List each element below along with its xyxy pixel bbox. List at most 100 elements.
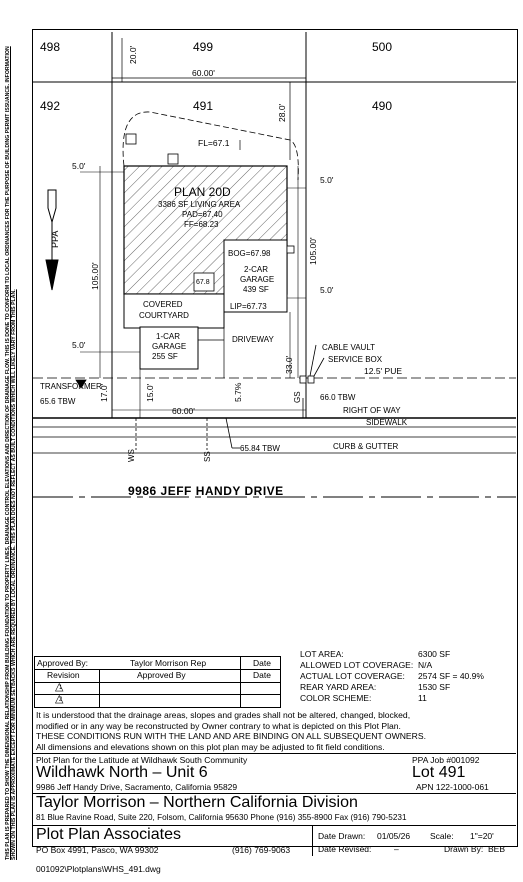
dim-right-depth: 105.00': [308, 237, 318, 265]
date-col: Date: [253, 670, 271, 680]
north-label: PPA: [50, 231, 60, 248]
lot-490: 490: [372, 99, 392, 113]
driveway-label: DRIVEWAY: [232, 335, 274, 344]
bog-label: BOG=67.98: [228, 249, 271, 258]
firm-name: Plot Plan Associates: [36, 826, 181, 843]
lot-lines: [33, 32, 516, 498]
dim-rear-width: 60.00': [192, 68, 215, 78]
approved-rep: Taylor Morrison Rep: [130, 658, 207, 668]
lot-info-row: LOT AREA: 6300 SF: [300, 649, 451, 659]
ws-label: WS: [127, 449, 136, 462]
builder-name: Taylor Morrison – Northern California Di…: [36, 794, 358, 811]
lot-number: Lot 491: [412, 764, 466, 781]
cable-vault-label: CABLE VAULT: [322, 343, 375, 352]
revision-label: Revision: [47, 670, 80, 680]
approval-divider-2: [240, 657, 241, 707]
scale-label: Scale:: [430, 831, 454, 841]
site-address: 9986 Jeff Handy Drive, Sacramento, Calif…: [36, 782, 238, 792]
lot-492: 492: [40, 99, 60, 113]
date-revised-label: Date Revised:: [318, 844, 372, 854]
courtyard-line2: COURTYARD: [139, 311, 189, 320]
garage2-line3: 439 SF: [243, 285, 269, 294]
dim-front-33: 33.0': [284, 355, 294, 374]
garage2-line1: 2-CAR: [244, 265, 268, 274]
prepared-for: Plot Plan for the Latitude at Wildhawk S…: [36, 755, 248, 765]
project-name: Wildhawk North – Unit 6: [36, 764, 208, 781]
transformer-label: TRANSFORMER: [40, 382, 102, 391]
approval-divider-1: [99, 669, 100, 707]
service-box-label: SERVICE BOX: [328, 355, 383, 364]
garage1-line1: 1-CAR: [156, 332, 180, 341]
scale-value: 1"=20': [470, 831, 494, 841]
gs-label: GS: [293, 391, 302, 403]
drawing-frame: [32, 29, 518, 847]
dim-right-side: 5.0': [320, 175, 334, 185]
approved-by-col: Approved By: [137, 670, 186, 680]
row-label: RIGHT OF WAY: [343, 406, 401, 415]
approval-header: Revision Approved By Date: [35, 669, 280, 683]
dim-left-side-2: 5.0': [72, 340, 86, 350]
north-arrow-icon: [45, 189, 59, 291]
note-line: It is understood that the drainage areas…: [36, 710, 411, 720]
lot-info-row: REAR YARD AREA: 1530 SF: [300, 682, 451, 692]
revision-row: △ 2: [35, 694, 280, 706]
lot-info-row: COLOR SCHEME: 11: [300, 693, 427, 703]
rev1-triangle-icon: △: [55, 681, 64, 693]
garage1-line2: GARAGE: [152, 342, 186, 351]
rev1-number: 1: [59, 685, 63, 691]
job-number: PPA Job #001092: [412, 755, 480, 765]
fl-label: FL=67.1: [198, 138, 230, 148]
dim-right-side-2: 5.0': [320, 285, 334, 295]
title-divider-3: [312, 825, 313, 856]
building: [122, 111, 299, 378]
pue-label: 12.5' PUE: [364, 366, 402, 376]
note-line: modified or in any way be reconstructed …: [36, 720, 401, 731]
dim-front-17: 17.0': [99, 383, 109, 402]
curb-label: CURB & GUTTER: [333, 442, 399, 451]
house-pad: PAD=67.40: [182, 210, 223, 219]
sidewalk-label: SIDEWALK: [366, 418, 408, 427]
drawn-by: BEB: [488, 844, 506, 854]
lip-label: LIP=67.73: [230, 302, 267, 311]
drawn-by-label: Drawn By:: [444, 844, 484, 854]
rev2-number: 2: [59, 697, 63, 703]
lot-491: 491: [193, 99, 213, 113]
lot-info-row: ALLOWED LOT COVERAGE: N/A: [300, 660, 433, 670]
tbw-left: 65.6 TBW: [40, 397, 76, 406]
builder-address: 81 Blue Ravine Road, Suite 220, Folsom, …: [36, 813, 407, 822]
dim-rear-setback: 20.0': [128, 45, 138, 64]
date-drawn: 01/05/26: [377, 831, 411, 841]
approval-table: Approved By: Taylor Morrison Rep Date Re…: [34, 656, 281, 708]
house-area: 3386 SF LIVING AREA: [158, 200, 241, 209]
garage1-line3: 255 SF: [152, 352, 178, 361]
lot-499: 499: [193, 40, 213, 54]
garage2-line2: GARAGE: [240, 275, 274, 284]
title-block: Plot Plan for the Latitude at Wildhawk S…: [32, 753, 516, 856]
approved-date: Date: [253, 658, 271, 668]
apn: APN 122-1000-061: [416, 782, 489, 792]
dim-left-side: 5.0': [72, 161, 86, 171]
note-line: THESE CONDITIONS RUN WITH THE LAND AND A…: [36, 731, 426, 742]
approved-by-label: Approved By:: [37, 658, 89, 668]
dim-front-slope: 5.7%: [233, 382, 243, 402]
street-name: 9986 JEFF HANDY DRIVE: [128, 484, 284, 498]
tbw-center: 65.84 TBW: [240, 444, 280, 453]
firm-address: PO Box 4991, Pasco, WA 99302: [36, 845, 159, 855]
conditions-notes: It is understood that the drainage areas…: [36, 710, 516, 752]
dim-front-15: 15.0': [145, 383, 155, 402]
lot-500: 500: [372, 40, 392, 54]
rev2-triangle-icon: △: [55, 693, 64, 705]
date-revised: –: [394, 844, 399, 854]
note-line: All dimensions and elevations shown on t…: [36, 741, 385, 752]
house-name: PLAN 20D: [174, 185, 231, 199]
dim-right-rear: 28.0': [277, 103, 287, 122]
ss-label: SS: [203, 451, 212, 462]
dim-left-depth: 105.00': [90, 262, 100, 290]
house-ff: FF=68.23: [184, 220, 219, 229]
lot-498: 498: [40, 40, 60, 54]
firm-phone: (916) 769-9063: [232, 845, 291, 855]
file-path: 001092\Plotplans\WHS_491.dwg: [36, 864, 161, 874]
revision-row: △ 1: [35, 682, 280, 695]
title-divider-1: [32, 793, 516, 794]
